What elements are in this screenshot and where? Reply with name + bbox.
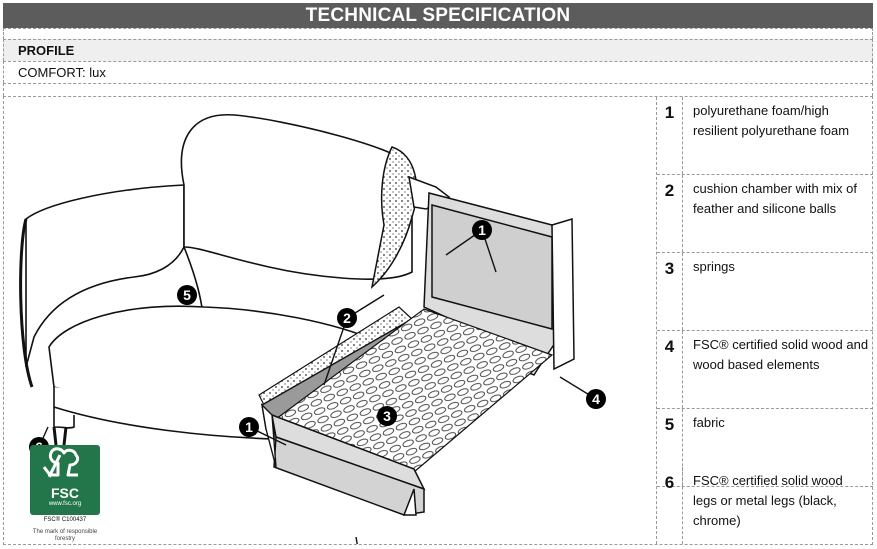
spacer-row <box>3 28 873 39</box>
legend-text: cushion chamber with mix of feather and … <box>693 181 858 216</box>
spacer-row <box>3 83 873 96</box>
legend-row: 2 cushion chamber with mix of feather an… <box>657 175 873 253</box>
cushion-chamber <box>370 146 418 290</box>
callout-4-right: 4 <box>586 389 606 409</box>
legend-number: 5 <box>657 409 683 486</box>
legend-number: 4 <box>657 331 683 408</box>
callout-5: 5 <box>177 285 197 305</box>
legend-row: 5 fabric <box>657 409 873 487</box>
tree-check-icon <box>42 447 80 478</box>
fsc-word: FSC <box>51 485 79 501</box>
comfort-value: COMFORT: lux <box>18 65 106 80</box>
legend-row: 6 FSC® certified solid wood legs or meta… <box>657 467 873 544</box>
legend-text: springs <box>693 259 735 274</box>
fsc-tagline: The mark of responsible forestry <box>32 529 98 542</box>
svg-text:4: 4 <box>592 391 600 407</box>
fsc-badge: FSC www.fsc.org <box>30 445 100 515</box>
fsc-code: FSC® C100437 <box>43 517 87 523</box>
svg-text:5: 5 <box>183 287 191 303</box>
fsc-url: www.fsc.org <box>48 501 82 507</box>
spec-sheet: PROFILE COMFORT: lux <box>3 28 873 549</box>
legend-text: FSC® certified solid wood and wood based… <box>693 337 869 372</box>
legend-row: 3 springs <box>657 253 873 331</box>
page-title: TECHNICAL SPECIFICATION <box>3 3 873 28</box>
legend-number: 6 <box>657 467 683 544</box>
callout-1-left: 1 <box>239 417 259 437</box>
callout-3: 3 <box>377 406 397 426</box>
svg-text:1: 1 <box>245 419 253 435</box>
svg-text:1: 1 <box>478 222 486 238</box>
legend-text: polyurethane foam/high resilient polyure… <box>693 103 850 138</box>
legend-number: 1 <box>657 97 683 174</box>
svg-text:2: 2 <box>343 310 351 326</box>
legend-number: 2 <box>657 175 683 252</box>
callout-badges: 1 1 2 3 4 4 5 6 <box>29 220 606 457</box>
main-panel: 1 1 2 3 4 4 5 6 FSC ww <box>3 96 873 549</box>
comfort-row: COMFORT: lux <box>3 61 873 83</box>
callout-1-top: 1 <box>472 220 492 240</box>
profile-label: PROFILE <box>18 43 75 58</box>
legend-number: 3 <box>657 253 683 330</box>
legend-row: 1 polyurethane foam/high resilient polyu… <box>657 97 873 175</box>
legend-text: FSC® certified solid wood legs or metal … <box>693 473 843 528</box>
sofa-illustration: 1 1 2 3 4 4 5 6 <box>19 114 606 549</box>
sofa-diagram: 1 1 2 3 4 4 5 6 FSC ww <box>4 97 656 549</box>
legend-table: 1 polyurethane foam/high resilient polyu… <box>656 97 873 544</box>
back-frame <box>408 175 575 376</box>
profile-row: PROFILE <box>3 39 873 61</box>
fsc-logo: FSC www.fsc.org FSC® C100437 The mark of… <box>30 445 100 543</box>
callout-2: 2 <box>337 308 357 328</box>
legend-row: 4 FSC® certified solid wood and wood bas… <box>657 331 873 409</box>
svg-text:3: 3 <box>383 408 391 424</box>
legend-text: fabric <box>693 415 725 430</box>
